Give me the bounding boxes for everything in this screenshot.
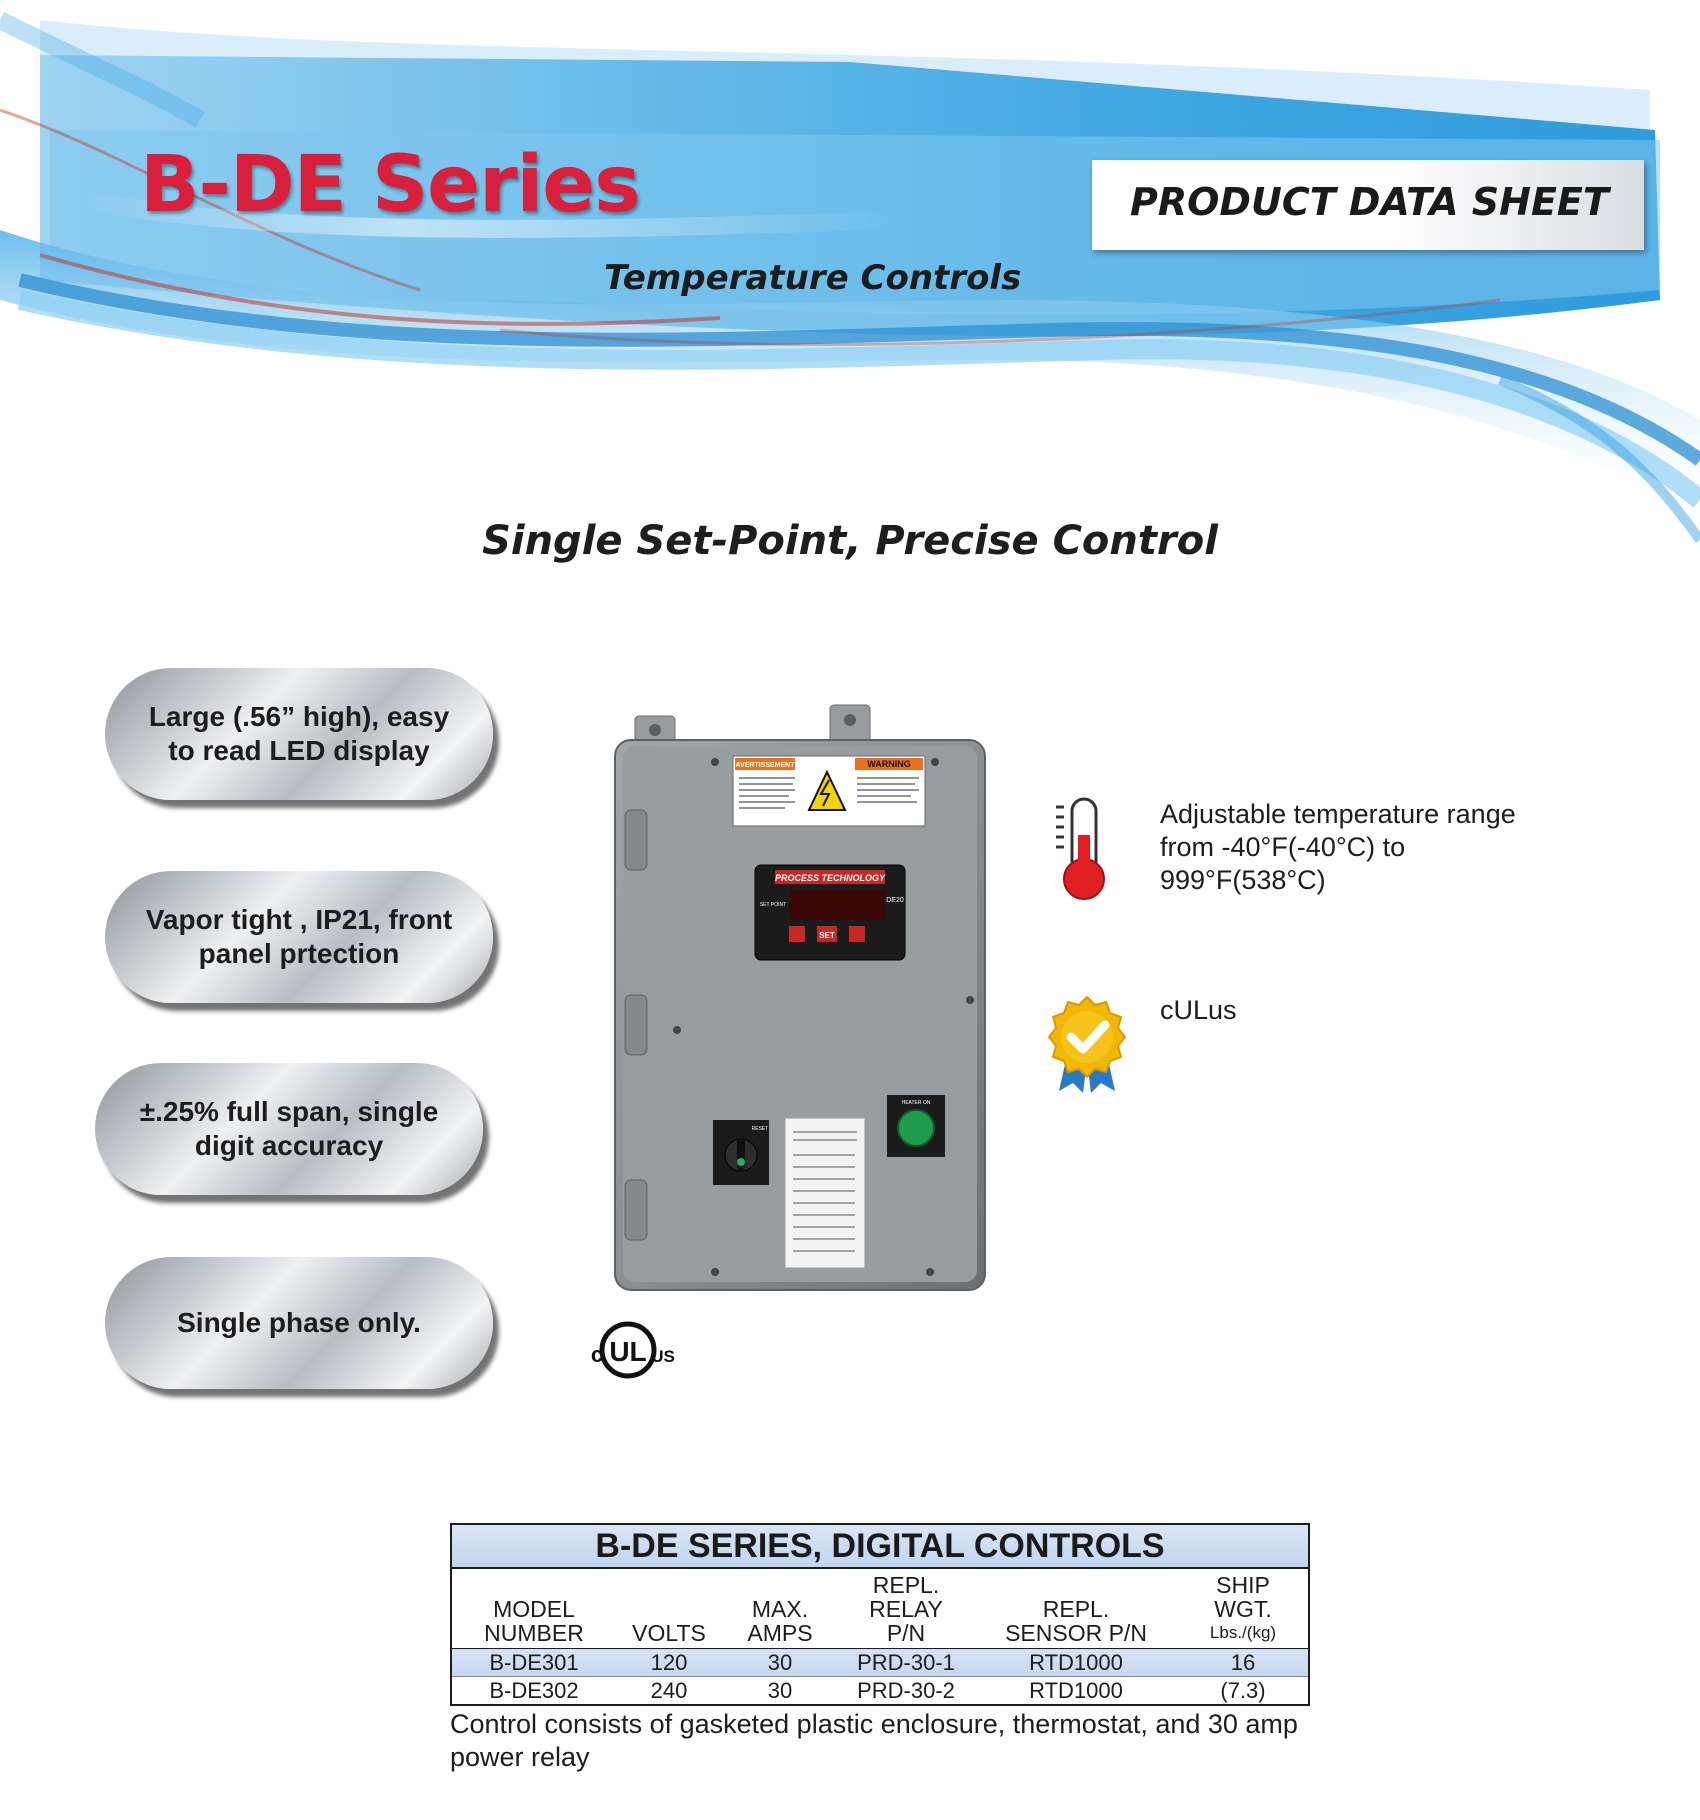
feature-temperature-range: Adjustable temperature range from -40°F(… xyxy=(1160,799,1516,895)
display-set-button: SET xyxy=(819,931,835,940)
header-line: VOLTS xyxy=(632,1620,706,1646)
cell-relay: PRD-30-1 xyxy=(838,1648,974,1677)
sheet-label: PRODUCT DATA SHEET xyxy=(1130,180,1609,224)
feature-certification: cULus xyxy=(1160,995,1237,1025)
feature-text: Single phase only. xyxy=(177,1307,421,1338)
cell-model: B-DE302 xyxy=(489,1677,579,1703)
col-header-volts: VOLTS xyxy=(616,1569,722,1649)
ul-listed-icon: c UL US xyxy=(591,1321,675,1379)
header-line: P/N xyxy=(886,1620,926,1646)
thermometer-icon xyxy=(1056,797,1105,900)
header-line: WGT. xyxy=(1214,1596,1272,1622)
table-row: B-DE301 120 30 PRD-30-1 RTD1000 16 xyxy=(452,1648,1308,1677)
col-header-amps: MAX. AMPS xyxy=(722,1569,838,1649)
switch-reset: RESET xyxy=(752,1126,769,1132)
cell-model: B-DE301 xyxy=(452,1648,616,1677)
feature-text: ±.25% full span, single digit accuracy xyxy=(139,1096,439,1161)
header-line: SENSOR P/N xyxy=(1005,1620,1147,1646)
header-line: AMPS xyxy=(747,1620,813,1646)
cell-weight: (7.3) xyxy=(1220,1677,1266,1703)
ul-us: US xyxy=(651,1347,675,1366)
light-heater-on: HEATER ON xyxy=(902,1100,931,1106)
feature-text: Large (.56” high), easy to read LED disp… xyxy=(148,701,450,766)
certified-badge-icon xyxy=(1047,995,1127,1093)
ul-ul: UL xyxy=(609,1336,646,1367)
series-title: B-DE Series xyxy=(140,140,641,230)
cell-amps: 30 xyxy=(767,1677,793,1703)
cell-volts: 240 xyxy=(650,1677,688,1703)
cell-sensor: RTD1000 xyxy=(974,1648,1178,1677)
spec-table: B-DE SERIES, DIGITAL CONTROLS MODEL NUMB… xyxy=(450,1523,1310,1706)
cell-amps: 30 xyxy=(722,1648,838,1677)
feature-pill: Vapor tight , IP21, front panel prtectio… xyxy=(105,871,493,1003)
header-line: NUMBER xyxy=(484,1620,584,1646)
table-header-row: MODEL NUMBER VOLTS MAX. AMPS REPL. RELAY… xyxy=(452,1569,1308,1649)
feature-pill: Large (.56” high), easy to read LED disp… xyxy=(105,668,493,800)
tagline: Single Set-Point, Precise Control xyxy=(482,518,1218,564)
col-header-model: MODEL NUMBER xyxy=(452,1569,616,1649)
sheet-label-box xyxy=(1092,160,1644,250)
display-set-point: SET POINT xyxy=(760,902,786,908)
feature-pill: ±.25% full span, single digit accuracy xyxy=(95,1063,483,1195)
spec-table-grid: MODEL NUMBER VOLTS MAX. AMPS REPL. RELAY… xyxy=(452,1569,1308,1704)
cell-weight: 16 xyxy=(1178,1648,1308,1677)
cell-sensor: RTD1000 xyxy=(1029,1677,1123,1703)
header-line: SHIP xyxy=(1216,1572,1270,1598)
control-enclosure-image: AVERTISSEMENT WARNING PROCESS TECHNOLOGY… xyxy=(614,704,986,1291)
ul-c: c xyxy=(591,1342,603,1367)
label-avert: AVERTISSEMENT xyxy=(736,762,796,769)
cell-relay: PRD-30-2 xyxy=(857,1677,955,1703)
col-header-relay: REPL. RELAY P/N xyxy=(838,1569,974,1649)
display-brand: PROCESS TECHNOLOGY xyxy=(775,873,886,883)
header-line: MODEL xyxy=(493,1596,575,1622)
feature-text: Vapor tight , IP21, front panel prtectio… xyxy=(145,904,453,969)
header-line: REPL. xyxy=(1042,1596,1110,1622)
header-line: MAX. xyxy=(751,1596,809,1622)
header-banner xyxy=(0,11,1700,543)
feature-pill: Single phase only. xyxy=(105,1257,493,1389)
col-header-weight: SHIP WGT. Lbs./(kg) xyxy=(1178,1569,1308,1649)
spec-table-title: B-DE SERIES, DIGITAL CONTROLS xyxy=(452,1525,1308,1569)
header-line: Lbs./(kg) xyxy=(1209,1623,1277,1642)
display-model: DE20 xyxy=(886,897,904,904)
spec-table-note: Control consists of gasketed plastic enc… xyxy=(450,1709,1298,1772)
cell-volts: 120 xyxy=(616,1648,722,1677)
header-line: RELAY xyxy=(869,1596,943,1622)
label-warning: WARNING xyxy=(867,759,911,769)
subtitle: Temperature Controls xyxy=(604,258,1022,298)
table-row: B-DE302 240 30 PRD-30-2 RTD1000 (7.3) xyxy=(452,1677,1308,1705)
header-line: REPL. xyxy=(872,1572,940,1598)
col-header-sensor: REPL. SENSOR P/N xyxy=(974,1569,1178,1649)
